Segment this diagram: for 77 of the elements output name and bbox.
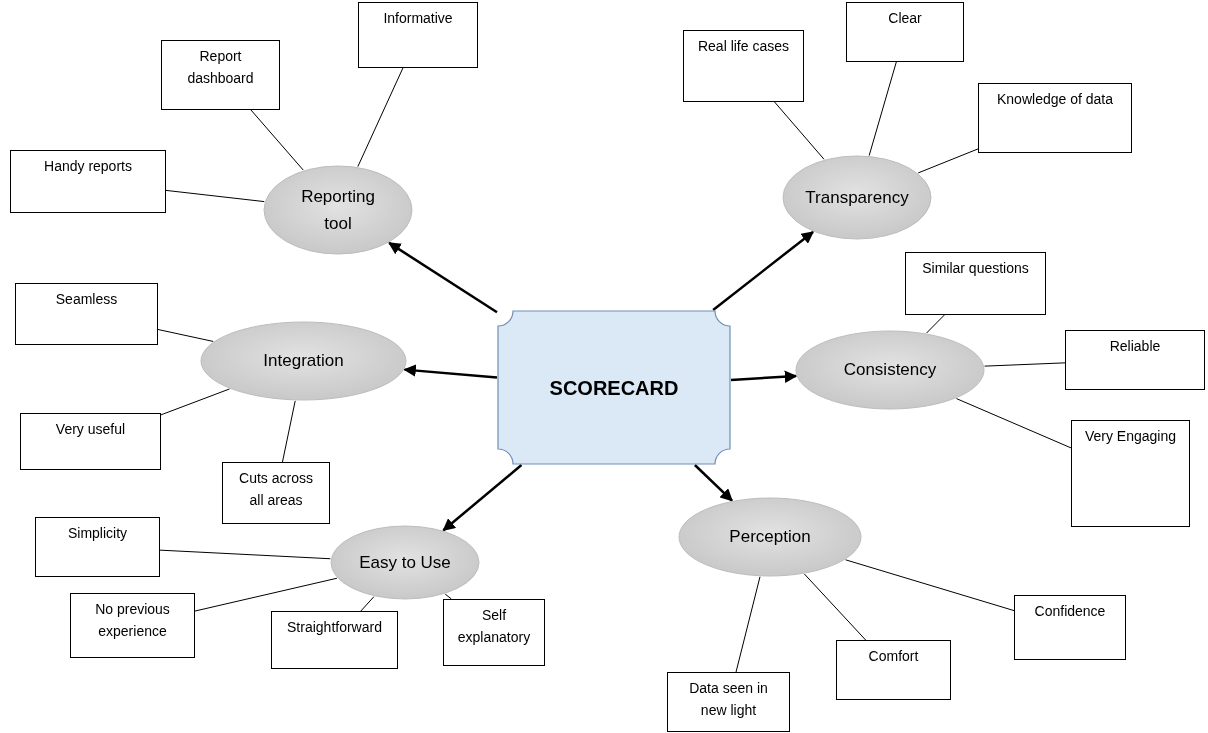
text-box: [1071, 420, 1190, 527]
text-box: [1014, 595, 1126, 660]
connector-line: [250, 109, 304, 171]
text-box: [15, 283, 158, 345]
category-ellipse: [795, 330, 985, 410]
text-box: [443, 599, 545, 666]
connector-line: [926, 314, 945, 334]
connector-line: [360, 596, 375, 612]
connector-line: [160, 388, 230, 416]
text-box: [836, 640, 951, 700]
node-label: Consistency: [842, 359, 938, 382]
node-label: Straightforward: [287, 618, 382, 637]
node-label: Easy to Use: [358, 551, 452, 574]
connector-line: [157, 329, 214, 342]
text-box: [271, 611, 398, 669]
arrow: [403, 364, 498, 379]
node-label: Cuts across all areas: [238, 469, 314, 511]
node-label: Handy reports: [44, 157, 132, 176]
connector-line: [281, 400, 296, 463]
connector-line: [917, 148, 979, 174]
node-label: Transparency: [804, 186, 910, 209]
connector-line: [955, 398, 1072, 449]
node-label: Report dashboard: [186, 47, 255, 89]
arrow: [388, 241, 498, 314]
node-label: No previous experience: [94, 600, 171, 642]
text-box: [161, 40, 280, 110]
text-box: [222, 462, 330, 524]
node-label: Confidence: [1034, 602, 1106, 621]
node-label: Data seen in new light: [688, 679, 769, 721]
category-ellipse: [782, 155, 932, 240]
arrow: [442, 464, 523, 532]
connector-line: [357, 67, 404, 168]
text-box: [20, 413, 161, 470]
text-box: [846, 2, 964, 62]
category-ellipse: [200, 321, 407, 401]
node-label: Similar questions: [922, 259, 1029, 278]
text-box: [978, 83, 1132, 153]
node-label: Comfort: [868, 647, 919, 666]
connector-line: [159, 549, 331, 560]
arrow: [712, 230, 814, 311]
node-label: Very useful: [55, 420, 126, 439]
connector-line: [735, 576, 761, 673]
category-ellipse: [330, 525, 480, 600]
text-box: [683, 30, 804, 102]
text-box: [1065, 330, 1205, 390]
node-label: Reporting tool: [300, 185, 376, 235]
node-label: Clear: [888, 9, 922, 28]
text-box: [358, 2, 478, 68]
node-label: Real life cases: [697, 37, 789, 56]
text-box: [35, 517, 160, 577]
node-label: Informative: [383, 9, 453, 28]
connector-line: [165, 189, 265, 203]
connector-line: [194, 577, 338, 612]
category-ellipse: [263, 165, 413, 255]
central-box: [497, 310, 731, 465]
category-ellipse: [678, 497, 862, 577]
arrow: [694, 464, 733, 502]
node-label: Integration: [262, 350, 345, 373]
text-box: [905, 252, 1046, 315]
node-label: SCORECARD: [549, 375, 679, 401]
connector-line: [845, 559, 1015, 612]
connector-line: [868, 61, 897, 157]
connector-line: [444, 593, 452, 600]
node-label: Very Engaging: [1084, 427, 1177, 446]
connector-line: [984, 362, 1066, 367]
node-label: Knowledge of data: [997, 90, 1113, 109]
node-label: Perception: [728, 526, 812, 549]
node-label: Self explanatory: [456, 606, 532, 648]
node-label: Reliable: [1109, 337, 1161, 356]
connector-line: [774, 101, 825, 160]
node-label: Seamless: [55, 290, 118, 309]
arrow: [730, 370, 798, 383]
connector-line: [803, 573, 867, 641]
text-box: [70, 593, 195, 658]
node-label: Simplicity: [67, 524, 128, 543]
text-box: [667, 672, 790, 732]
text-box: [10, 150, 166, 213]
